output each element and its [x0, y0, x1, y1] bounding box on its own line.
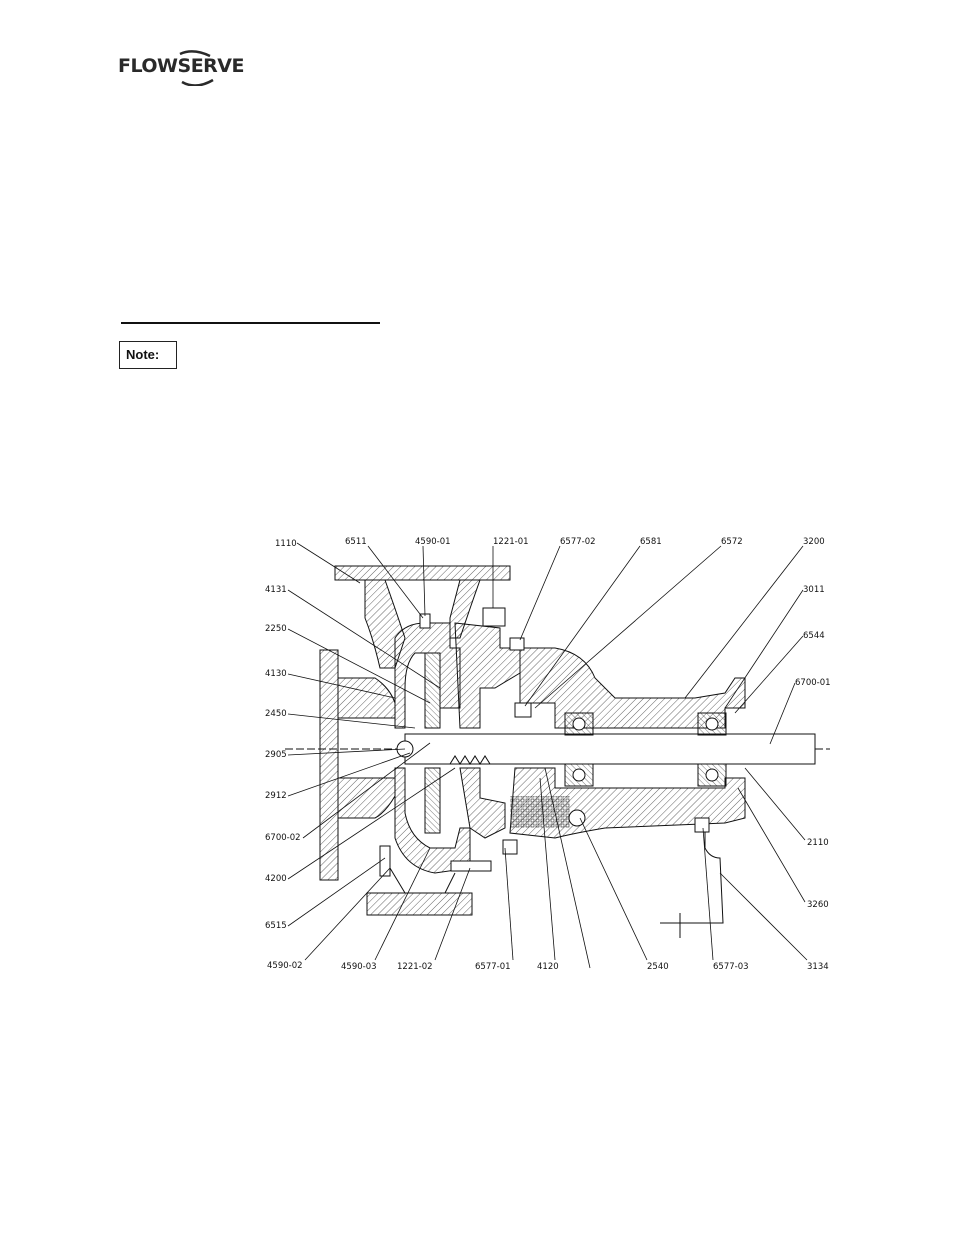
callout-4200: 4200	[265, 874, 287, 884]
pump-sectional-drawing: 1110 6511 4590-01 1221-01 6577-02 6581 6…	[265, 537, 831, 972]
callout-3134: 3134	[807, 962, 829, 972]
logo-arc-icon	[179, 50, 214, 86]
callout-6700-01: 6700-01	[795, 678, 831, 688]
flowserve-logo: FLOWSERVE	[118, 50, 245, 86]
note-label: Note:	[119, 341, 177, 369]
pump-body	[285, 565, 830, 938]
callout-6577-03: 6577-03	[713, 962, 749, 972]
callout-6572: 6572	[721, 537, 743, 547]
callout-6511: 6511	[345, 537, 367, 547]
callout-3011: 3011	[803, 585, 825, 595]
callout-1221-01: 1221-01	[493, 537, 529, 547]
callout-2912: 2912	[265, 791, 287, 801]
callout-4590-02: 4590-02	[267, 961, 303, 971]
callout-4590-01: 4590-01	[415, 537, 451, 547]
callout-3200: 3200	[803, 537, 825, 547]
callout-1110: 1110	[275, 539, 297, 549]
logo-text: FLOWSERVE	[118, 55, 245, 77]
callout-6577-02: 6577-02	[560, 537, 596, 547]
callout-2450: 2450	[265, 709, 287, 719]
callout-4590-03: 4590-03	[341, 962, 377, 972]
callout-4120: 4120	[537, 962, 559, 972]
section-divider	[121, 322, 380, 324]
callout-labels: 1110 6511 4590-01 1221-01 6577-02 6581 6…	[265, 537, 831, 972]
callout-1221-02: 1221-02	[397, 962, 433, 972]
callout-2250: 2250	[265, 624, 287, 634]
callout-2110: 2110	[807, 838, 829, 848]
callout-3260: 3260	[807, 900, 829, 910]
callout-2905: 2905	[265, 750, 287, 760]
callout-6577-01: 6577-01	[475, 962, 511, 972]
callout-4131: 4131	[265, 585, 287, 595]
callout-6544: 6544	[803, 631, 825, 641]
callout-6515: 6515	[265, 921, 287, 931]
callout-2540: 2540	[647, 962, 669, 972]
callout-6581: 6581	[640, 537, 662, 547]
callout-4130: 4130	[265, 669, 287, 679]
callout-6700-02: 6700-02	[265, 833, 301, 843]
